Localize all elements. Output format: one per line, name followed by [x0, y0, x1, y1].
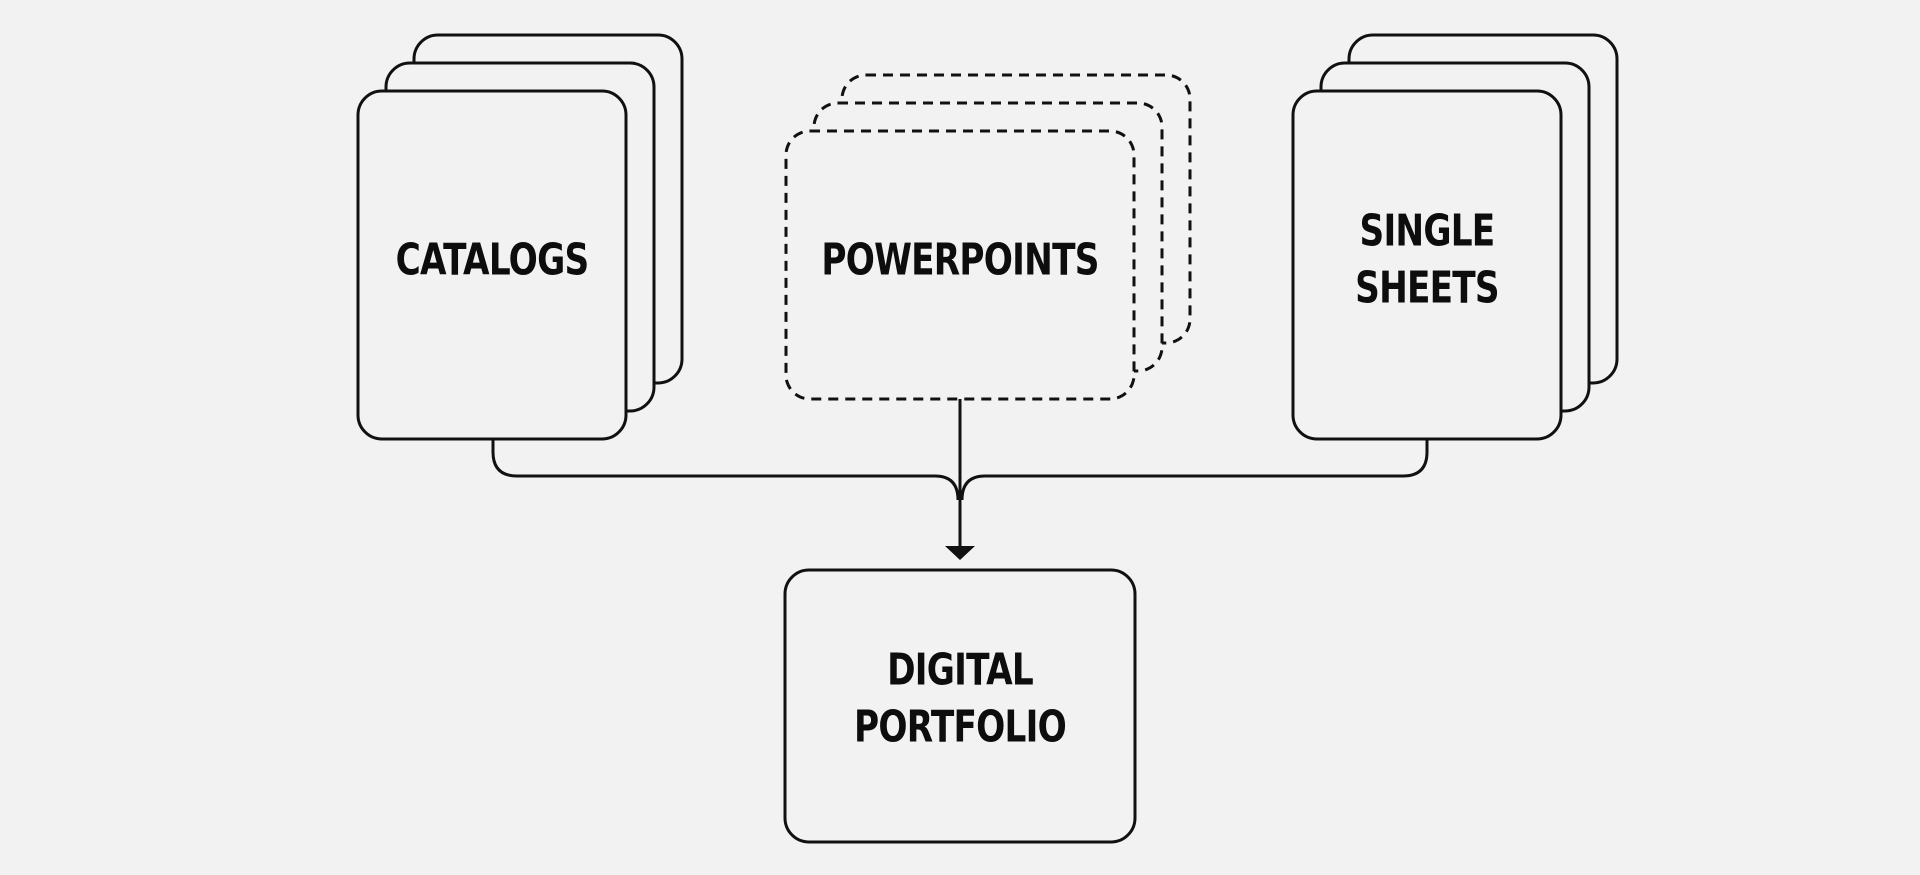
single-sheets-label-line-1: SINGLE — [1360, 206, 1495, 257]
single-sheets-label-line-2: SHEETS — [1355, 263, 1499, 314]
powerpoints-node: POWERPOINTS — [784, 73, 1192, 401]
digital-portfolio-label-line-1: DIGITAL — [887, 645, 1034, 696]
arrowhead-icon — [945, 546, 975, 560]
digital-portfolio-box — [783, 568, 1137, 844]
catalogs-node: CATALOGS — [356, 33, 684, 441]
single-sheets-node: SINGLE SHEETS — [1291, 33, 1619, 441]
digital-portfolio-label-line-2: PORTFOLIO — [854, 702, 1066, 753]
powerpoints-front-sheet — [784, 129, 1136, 401]
catalogs-label: CATALOGS — [396, 235, 589, 286]
powerpoints-label: POWERPOINTS — [821, 235, 1098, 286]
digital-portfolio-node: DIGITAL PORTFOLIO — [783, 568, 1137, 844]
single-sheets-to-portfolio-connector — [960, 439, 1429, 501]
catalogs-to-portfolio-connector — [491, 439, 960, 501]
connectors — [491, 399, 1429, 560]
